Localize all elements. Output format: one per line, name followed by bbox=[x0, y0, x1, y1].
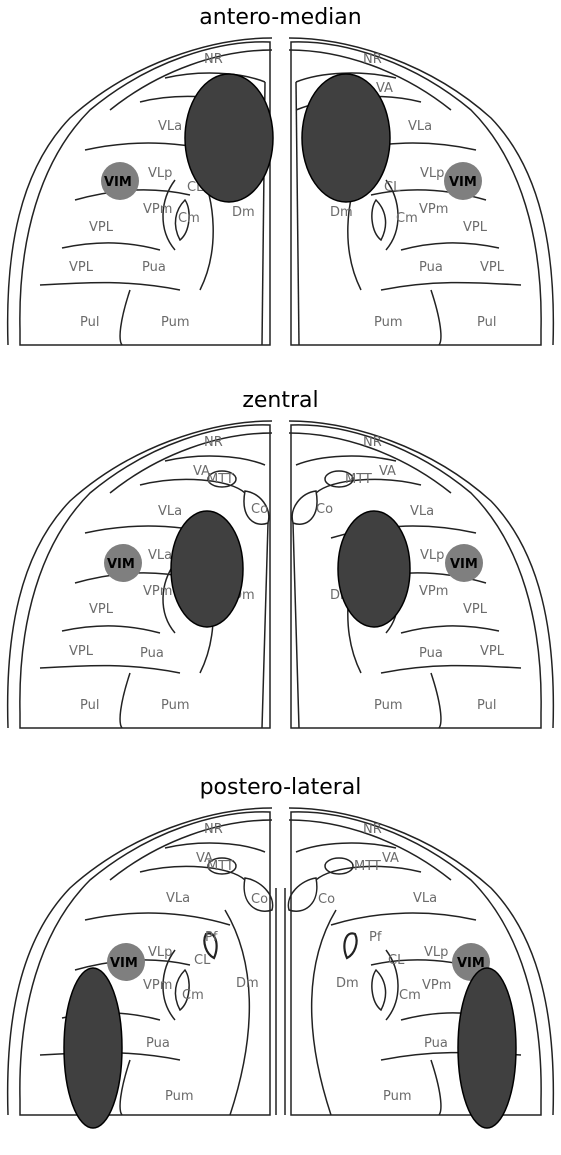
label-co-right: Co bbox=[316, 502, 333, 517]
label-pua-left: Pua bbox=[142, 260, 166, 275]
panel-zentral: zentral bbox=[0, 383, 561, 768]
label-nr-left: NR bbox=[204, 822, 223, 837]
target-area-left bbox=[171, 511, 243, 627]
label-pul-left: Pul bbox=[80, 315, 99, 330]
label-pul-left: Pul bbox=[80, 698, 99, 713]
panel-antero-median: antero-median bbox=[0, 0, 561, 385]
label-co-left: Co bbox=[251, 892, 268, 907]
vim-label-left: VIM bbox=[107, 557, 135, 572]
label-dm-left: Dm bbox=[236, 976, 259, 991]
label-vpl2-right: VPL bbox=[480, 260, 505, 275]
label-va-right: VA bbox=[379, 464, 396, 479]
label-pf-right: Pf bbox=[369, 930, 382, 945]
target-area-right bbox=[338, 511, 410, 627]
thalamus-atlas-section: NR VA VLa VLp CL Cm VPm VPL VPL Pua Dm P… bbox=[0, 0, 561, 385]
label-pua-left: Pua bbox=[140, 646, 164, 661]
label-mtt-right: MTT bbox=[345, 472, 372, 487]
label-cl-left: CL bbox=[194, 953, 211, 968]
label-vpl-left: VPL bbox=[89, 220, 114, 235]
label-mtt-right: MTT bbox=[354, 859, 381, 874]
label-pua-right: Pua bbox=[424, 1036, 448, 1051]
label-mtt-left: MTT bbox=[207, 472, 234, 487]
thalamus-atlas-section: NR VA MTT VLa Co Pf VLp CL VPm Cm PL Dm … bbox=[0, 770, 561, 1155]
label-dm-left: Dm bbox=[232, 205, 255, 220]
label-pua-left: Pua bbox=[146, 1036, 170, 1051]
label-pum-left: Pum bbox=[161, 698, 190, 713]
label-va-right: VA bbox=[382, 851, 399, 866]
label-cm-left: Cm bbox=[182, 988, 204, 1003]
label-pf-left: Pf bbox=[205, 930, 218, 945]
label-pum-left: Pum bbox=[161, 315, 190, 330]
label-cm-left: Cm bbox=[178, 211, 200, 226]
label-cl-right: CL bbox=[384, 180, 401, 195]
label-mtt-left: MTT bbox=[207, 859, 234, 874]
label-vla-left: VLa bbox=[158, 504, 182, 519]
vim-label-right: VIM bbox=[457, 956, 485, 971]
right-hemisphere bbox=[289, 421, 553, 728]
label-pul-right: Pul bbox=[477, 315, 496, 330]
label-nr-right: NR bbox=[363, 435, 382, 450]
target-area-right bbox=[458, 968, 516, 1128]
label-vla-left: VLa bbox=[166, 891, 190, 906]
label-nr-left: NR bbox=[204, 52, 223, 67]
label-dm-right: Dm bbox=[336, 976, 359, 991]
vim-label-left: VIM bbox=[110, 956, 138, 971]
label-vpm-right: VPm bbox=[419, 202, 448, 217]
label-vpl2-right: VPL bbox=[480, 644, 505, 659]
label-vlp-right: VLp bbox=[420, 548, 444, 563]
label-vla-left: VLa bbox=[158, 119, 182, 134]
label-pua-right: Pua bbox=[419, 260, 443, 275]
label-vlp-right: VLp bbox=[424, 945, 448, 960]
label-pul-right: Pul bbox=[477, 698, 496, 713]
label-vla2-left: VLa bbox=[148, 548, 172, 563]
target-area-left bbox=[185, 74, 273, 202]
label-nr-right: NR bbox=[363, 822, 382, 837]
panel-postero-lateral: postero-lateral bbox=[0, 770, 561, 1155]
label-vpm-left: VPm bbox=[143, 584, 172, 599]
label-vpl2-left: VPL bbox=[69, 644, 94, 659]
label-pum-right: Pum bbox=[383, 1089, 412, 1104]
label-vpl-left: VPL bbox=[89, 602, 114, 617]
label-nr-left: NR bbox=[204, 435, 223, 450]
label-vlp-right: VLp bbox=[420, 166, 444, 181]
thalamus-atlas-section: NR VA MTT Co VLa VLa VPm VPL VPL Pua Dm … bbox=[0, 383, 561, 768]
label-vpm-right: VPm bbox=[422, 978, 451, 993]
label-co-right: Co bbox=[318, 892, 335, 907]
label-vpl2-left: VPL bbox=[69, 260, 94, 275]
label-pua-right: Pua bbox=[419, 646, 443, 661]
label-nr-right: NR bbox=[363, 52, 382, 67]
label-vla-right: VLa bbox=[408, 119, 432, 134]
label-vlp-left: VLp bbox=[148, 945, 172, 960]
target-area-right bbox=[302, 74, 390, 202]
label-vlp-left: VLp bbox=[148, 166, 172, 181]
label-cm-right: Cm bbox=[399, 988, 421, 1003]
label-pum-right: Pum bbox=[374, 315, 403, 330]
label-co-left: Co bbox=[251, 502, 268, 517]
vim-label-left: VIM bbox=[104, 175, 132, 190]
label-vpm-left: VPm bbox=[143, 202, 172, 217]
vim-label-right: VIM bbox=[449, 175, 477, 190]
label-vla-right: VLa bbox=[413, 891, 437, 906]
label-vpm-left: VPm bbox=[143, 978, 172, 993]
label-dm-right: Dm bbox=[330, 205, 353, 220]
label-vpm-right: VPm bbox=[419, 584, 448, 599]
target-area-left bbox=[64, 968, 122, 1128]
label-cl-right: CL bbox=[388, 953, 405, 968]
label-pum-left: Pum bbox=[165, 1089, 194, 1104]
label-pum-right: Pum bbox=[374, 698, 403, 713]
label-vpl-right: VPL bbox=[463, 220, 488, 235]
label-vpl-right: VPL bbox=[463, 602, 488, 617]
label-cm-right: Cm bbox=[396, 211, 418, 226]
vim-label-right: VIM bbox=[450, 557, 478, 572]
label-vla-right: VLa bbox=[410, 504, 434, 519]
